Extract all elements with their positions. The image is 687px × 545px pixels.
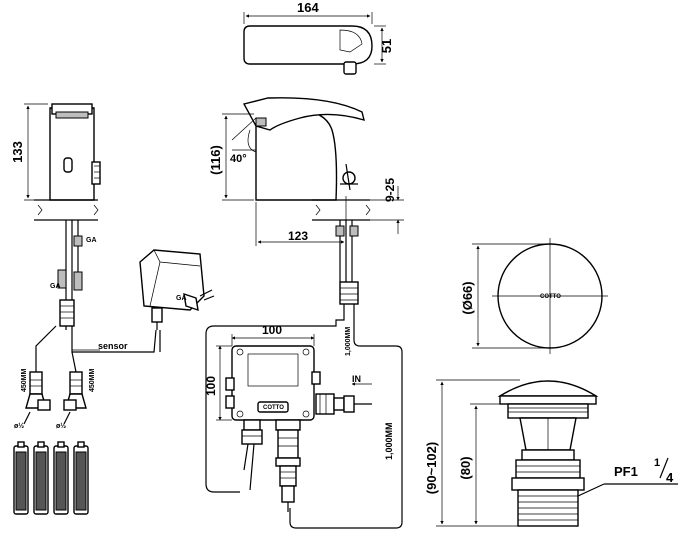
dim-hose-left-1: 450MM (21, 368, 28, 392)
brand-box: COTTO (263, 405, 284, 411)
svg-text:ø½: ø½ (56, 422, 66, 430)
dim-drain-thread-num: 1 (654, 457, 660, 469)
dim-side-height: 133 (10, 141, 25, 163)
brand-drain: COTTO (540, 294, 561, 300)
dim-spout-angle: 40° (230, 153, 247, 165)
dim-drain-total: (90~102) (424, 442, 439, 494)
dim-drain-body: (80) (458, 456, 473, 479)
dim-hose-short: 1,000MM (345, 327, 352, 356)
control-box: 100 100 COTTO IN (204, 323, 372, 512)
faucet-top-view: 164 51 (243, 0, 394, 75)
label-inlet: IN (352, 374, 361, 384)
dim-spout-height: (116) (208, 145, 223, 175)
dim-reach: 123 (288, 229, 308, 243)
dim-drain-diameter: (Ø66) (460, 281, 475, 314)
pop-up-drain-top: COTTO (Ø66) (460, 238, 608, 354)
dim-hose-left-2: 450MM (89, 368, 96, 392)
dim-drain-thread: PF1 (614, 464, 638, 479)
dim-box-width: 100 (262, 323, 282, 337)
dim-box-height: 100 (204, 376, 218, 396)
transformer-adapter: GA (139, 249, 215, 330)
dim-deck-thickness: 9-25 (383, 178, 397, 202)
svg-text:GA: GA (176, 295, 187, 302)
dim-top-height: 51 (379, 39, 394, 53)
dim-drain-thread-den: 4 (666, 470, 674, 485)
label-sensor: sensor (98, 341, 128, 351)
svg-text:GA: GA (86, 237, 97, 244)
faucet-front-view: 133 GA GA sensor 450MM 450MM ø½ (10, 103, 161, 430)
dim-top-width: 164 (297, 0, 319, 15)
faucet-side-view: 40° (116) 9-25 123 (205, 97, 404, 529)
pop-up-drain-side: (90~102) (80) PF1 1 4 (424, 379, 678, 527)
svg-text:ø½: ø½ (14, 422, 24, 430)
batteries (13, 441, 89, 515)
svg-text:GA: GA (50, 283, 61, 290)
dim-hose-long: 1,000MM (384, 422, 394, 460)
